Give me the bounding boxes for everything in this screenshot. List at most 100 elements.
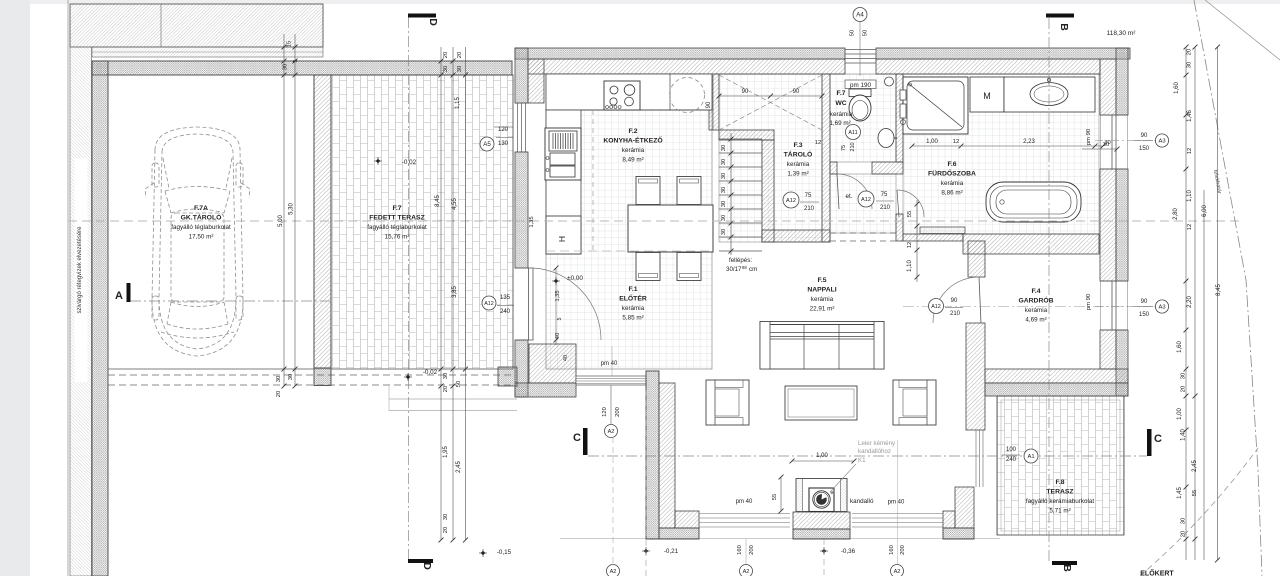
- svg-text:20: 20: [1187, 49, 1193, 55]
- svg-text:30: 30: [721, 229, 727, 235]
- svg-text:F.5: F.5: [817, 277, 826, 284]
- svg-text:90: 90: [1141, 133, 1148, 139]
- svg-text:K1: K1: [858, 457, 866, 464]
- svg-text:1,00: 1,00: [816, 453, 828, 459]
- svg-text:2,80: 2,80: [1173, 208, 1179, 220]
- svg-text:1,69 m²: 1,69 m²: [829, 120, 850, 127]
- svg-text:A2: A2: [894, 569, 901, 575]
- svg-text:2,45: 2,45: [456, 461, 462, 473]
- svg-text:fagyálló kerámiaburkolat: fagyálló kerámiaburkolat: [1026, 498, 1095, 505]
- svg-text:2,20: 2,20: [1187, 296, 1193, 308]
- svg-text:kerámia: kerámia: [622, 147, 645, 154]
- svg-text:160: 160: [737, 545, 743, 555]
- svg-text:3,85: 3,85: [452, 286, 458, 298]
- svg-text:F.3: F.3: [793, 142, 802, 149]
- svg-text:30: 30: [721, 173, 727, 179]
- svg-text:210: 210: [880, 205, 891, 211]
- svg-text:90: 90: [742, 89, 749, 95]
- svg-text:20: 20: [457, 52, 463, 58]
- svg-text:90: 90: [951, 298, 958, 304]
- svg-text:szivárgó rétegvizek elvezetésé: szivárgó rétegvizek elvezetésére: [77, 226, 83, 314]
- svg-text:30: 30: [1187, 62, 1193, 68]
- svg-text:130: 130: [498, 141, 509, 147]
- svg-text:1,15: 1,15: [455, 97, 461, 109]
- svg-text:30: 30: [283, 64, 289, 70]
- svg-text:75: 75: [841, 145, 847, 151]
- svg-text:30: 30: [276, 376, 282, 382]
- svg-text:5: 5: [293, 59, 299, 62]
- svg-text:pm 90: pm 90: [1086, 294, 1092, 310]
- svg-text:4,55: 4,55: [452, 198, 458, 210]
- svg-text:20: 20: [276, 391, 282, 397]
- svg-text:30: 30: [443, 66, 449, 72]
- svg-text:A12: A12: [484, 301, 494, 307]
- svg-text:A12: A12: [786, 198, 796, 204]
- svg-text:1,00: 1,00: [1177, 408, 1183, 420]
- svg-text:30/17: 30/17: [726, 266, 742, 273]
- svg-text:75: 75: [805, 193, 812, 199]
- svg-text:A2: A2: [743, 569, 750, 575]
- svg-text:30: 30: [721, 215, 727, 221]
- svg-text:ELŐTÉR: ELŐTÉR: [619, 294, 647, 303]
- svg-text:kerámia: kerámia: [941, 180, 964, 187]
- svg-text:kerámia: kerámia: [811, 296, 834, 303]
- svg-text:1,10: 1,10: [907, 260, 913, 272]
- svg-text:55: 55: [772, 494, 778, 500]
- svg-text:30: 30: [1103, 142, 1109, 148]
- svg-text:A11: A11: [848, 130, 857, 136]
- svg-text:M: M: [983, 91, 991, 101]
- svg-text:kerámia: kerámia: [622, 305, 645, 312]
- svg-text:75: 75: [881, 192, 888, 198]
- svg-text:ELŐKERT: ELŐKERT: [1140, 569, 1174, 577]
- svg-text:fagyálló téglaburkolat: fagyálló téglaburkolat: [367, 224, 427, 231]
- svg-text:40: 40: [563, 355, 569, 361]
- svg-text:A3: A3: [1158, 139, 1165, 145]
- svg-text:5,85 m²: 5,85 m²: [622, 315, 643, 322]
- svg-text:kerámia: kerámia: [1025, 307, 1048, 314]
- svg-text:50: 50: [456, 381, 462, 387]
- svg-text:-0,02: -0,02: [402, 159, 417, 166]
- svg-text:kerámia: kerámia: [830, 111, 853, 118]
- svg-text:55: 55: [1192, 490, 1198, 496]
- svg-text:30: 30: [288, 374, 294, 380]
- svg-text:30: 30: [721, 145, 727, 151]
- svg-text:H: H: [557, 236, 567, 242]
- svg-text:210: 210: [950, 311, 961, 317]
- svg-text:F.7: F.7: [836, 90, 845, 97]
- svg-text:240: 240: [1006, 457, 1017, 463]
- svg-text:12: 12: [1187, 148, 1193, 154]
- svg-text:A4: A4: [856, 12, 864, 19]
- svg-text:88: 88: [742, 265, 747, 270]
- svg-text:150: 150: [1139, 312, 1150, 318]
- svg-text:150: 150: [1139, 146, 1150, 152]
- svg-text:210: 210: [850, 142, 856, 151]
- svg-text:fagyálló téglaburkolat: fagyálló téglaburkolat: [171, 224, 231, 231]
- svg-text:pm 90: pm 90: [1086, 129, 1092, 145]
- svg-text:1,35: 1,35: [555, 290, 561, 301]
- svg-text:8,49 m²: 8,49 m²: [622, 157, 643, 164]
- svg-text:B: B: [1061, 564, 1073, 572]
- svg-text:1,60: 1,60: [1174, 82, 1180, 94]
- svg-text:A5: A5: [483, 141, 491, 148]
- svg-text:et.: et.: [845, 193, 852, 200]
- svg-text:15: 15: [287, 41, 293, 47]
- svg-text:F.8: F.8: [1055, 479, 1064, 486]
- svg-text:12: 12: [907, 242, 913, 248]
- svg-text:±0,00: ±0,00: [567, 275, 583, 282]
- svg-text:118,30 m²: 118,30 m²: [1107, 30, 1137, 37]
- svg-text:KONYHA-ÉTKEZŐ: KONYHA-ÉTKEZŐ: [603, 136, 662, 145]
- svg-text:8,45: 8,45: [1216, 284, 1222, 296]
- svg-text:A2: A2: [610, 569, 617, 575]
- svg-text:135: 135: [500, 295, 511, 301]
- svg-text:F.1: F.1: [628, 286, 637, 293]
- svg-text:pm 40: pm 40: [601, 361, 618, 367]
- svg-text:120: 120: [602, 407, 608, 417]
- svg-text:8,45: 8,45: [435, 195, 441, 207]
- svg-text:-0,21: -0,21: [664, 548, 679, 555]
- svg-text:TERASZ: TERASZ: [1046, 489, 1073, 496]
- svg-text:30: 30: [1181, 518, 1187, 524]
- svg-text:160: 160: [889, 545, 895, 555]
- svg-text:17,50 m²: 17,50 m²: [189, 234, 214, 241]
- svg-text:5,30: 5,30: [289, 203, 295, 215]
- svg-text:100: 100: [1006, 447, 1017, 453]
